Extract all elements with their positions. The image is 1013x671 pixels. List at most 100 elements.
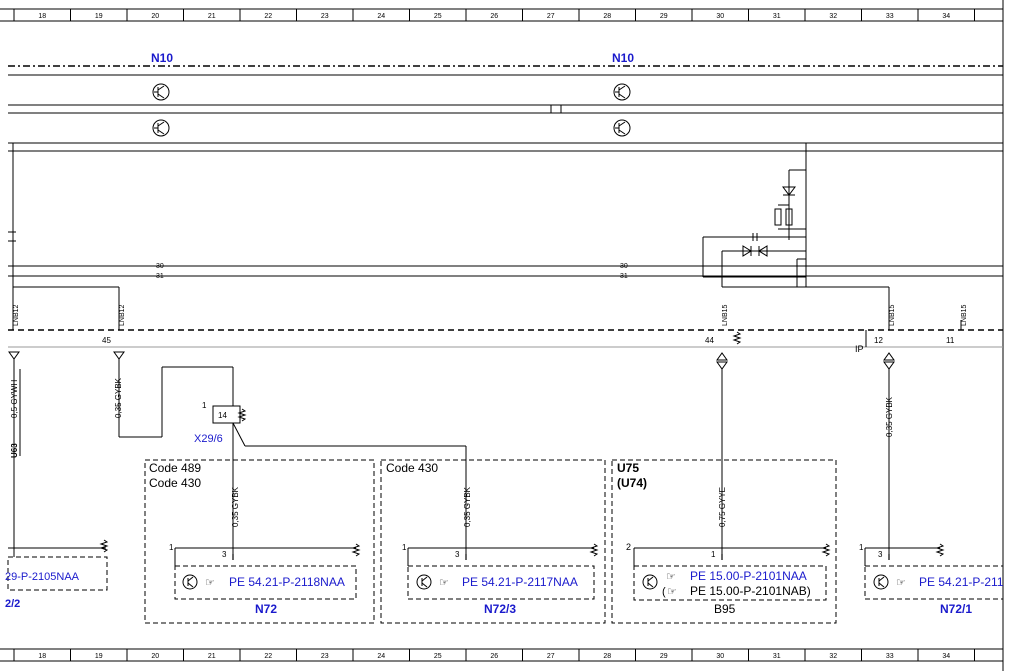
connector-arrow-icon	[716, 352, 728, 370]
pin-number: 1	[202, 401, 207, 410]
wire-label: 0,5 GYWH	[10, 380, 19, 418]
splice-label: U63	[10, 443, 19, 458]
ruler-column-label: 28	[603, 653, 611, 660]
component-ref: 29-P-2105NAA	[5, 571, 80, 583]
capacitor-icon	[752, 233, 758, 241]
component-ref: PE 54.21-P-211	[919, 575, 1004, 589]
component-n72-1	[864, 565, 1004, 600]
pin-number: 12	[874, 336, 883, 345]
wire-label: 0,75 GYYE	[718, 487, 727, 527]
ruler-column-label: 22	[264, 13, 272, 20]
pin-number: 1	[711, 550, 716, 559]
connector-label: LNB15	[961, 304, 968, 326]
bus-label: 30	[156, 263, 164, 270]
ruler-column-label: 19	[95, 13, 103, 20]
module-label-n10-right: N10	[612, 51, 634, 65]
pin-number: 11	[946, 336, 955, 345]
connector-arrow-icon	[113, 351, 125, 360]
pin-number: 3	[222, 550, 227, 559]
connector-label: LNB12	[119, 304, 126, 326]
component-label: 2/2	[5, 598, 20, 610]
ruler-column-label: 32	[829, 13, 837, 20]
ruler-column-label: 33	[886, 653, 894, 660]
code-box-489-430	[144, 459, 375, 624]
open-paren: (	[662, 586, 666, 598]
ruler-column-label: 25	[434, 653, 442, 660]
pin-number: 1	[402, 543, 407, 552]
ruler-column-label: 18	[38, 653, 46, 660]
connector-label: LNB12	[13, 304, 20, 326]
transistor-icon	[873, 574, 889, 590]
bus-label: 31	[620, 273, 628, 280]
wire	[232, 422, 246, 447]
ruler-column-label: 33	[886, 13, 894, 20]
wire-label: 0,35 GYBK	[885, 396, 894, 437]
ruler-column-label: 27	[547, 13, 555, 20]
component-label: N72/1	[940, 602, 972, 616]
ruler-column-label: 32	[829, 653, 837, 660]
wire-label: 0,35 GYBK	[463, 486, 472, 527]
component-n72-3	[407, 565, 595, 600]
pin-number: 1	[859, 543, 864, 552]
ruler-column-label: 19	[95, 653, 103, 660]
component-label: B95	[714, 602, 736, 616]
pin-number: 2	[626, 542, 631, 552]
ruler-column-label: 23	[321, 13, 329, 20]
pointing-hand-icon: ☞	[667, 586, 677, 598]
component-left-partial	[7, 556, 108, 591]
pin-number: 3	[455, 550, 460, 559]
ruler-column-label: 29	[660, 653, 668, 660]
code-label: Code 489	[149, 461, 201, 475]
component-label: N72/3	[484, 602, 516, 616]
pin-number: 14	[218, 411, 227, 420]
ruler-column-label: 28	[603, 13, 611, 20]
pointing-hand-icon: ☞	[666, 571, 676, 583]
ruler-column-label: 31	[773, 653, 781, 660]
pointing-hand-icon: ☞	[896, 577, 906, 589]
ruler-column-label: 27	[547, 653, 555, 660]
ruler-column-label: 29	[660, 13, 668, 20]
ruler-column-label: 23	[321, 653, 329, 660]
ruler-column-label: 24	[377, 13, 385, 20]
module-label-n10-left: N10	[151, 51, 173, 65]
component-ref: PE 54.21-P-2118NAA	[229, 575, 345, 589]
ruler-column-label: 26	[490, 653, 498, 660]
bus-label: 31	[156, 273, 164, 280]
wire-label: 0,35 GYBK	[231, 486, 240, 527]
code-label: Code 430	[386, 461, 438, 475]
shield-icon	[589, 543, 599, 557]
pointing-hand-icon: ☞	[439, 577, 449, 589]
ruler-column-label: 21	[208, 653, 216, 660]
component-b95	[633, 565, 827, 601]
shield-icon	[351, 543, 361, 557]
pin-number: 45	[102, 336, 111, 345]
pin-number: 1	[169, 543, 174, 552]
ruler-column-label: 30	[716, 653, 724, 660]
connector-label: LNB15	[722, 304, 729, 326]
pointing-hand-icon: ☞	[205, 577, 215, 589]
component-n72	[174, 565, 357, 600]
transistor-icon	[613, 83, 631, 101]
pin-number: 3	[878, 550, 883, 559]
transistor-icon	[613, 119, 631, 137]
connector-label: LNB15	[889, 304, 896, 326]
shield-icon	[237, 408, 247, 422]
ruler-column-label: 21	[208, 13, 216, 20]
sensor-icon	[642, 574, 658, 590]
code-box-430	[380, 459, 606, 624]
component-ref: PE 54.21-P-2117NAA	[462, 575, 578, 589]
shield-icon	[935, 543, 945, 557]
diode-icon	[742, 245, 768, 257]
transistor-icon	[152, 119, 170, 137]
wire-label: 0,35 GYBK	[114, 377, 123, 418]
pin-number: 44	[705, 336, 714, 345]
ruler-column-label: 34	[942, 653, 950, 660]
resistor-icon	[774, 204, 793, 230]
component-ref: PE 15.00-P-2101NAA	[690, 569, 807, 583]
ruler-column-label: 24	[377, 653, 385, 660]
pin-label-ip: IP	[855, 344, 864, 354]
connector-arrow-icon	[8, 351, 20, 360]
code-label: U75	[617, 461, 639, 475]
connector-x29	[212, 405, 241, 424]
